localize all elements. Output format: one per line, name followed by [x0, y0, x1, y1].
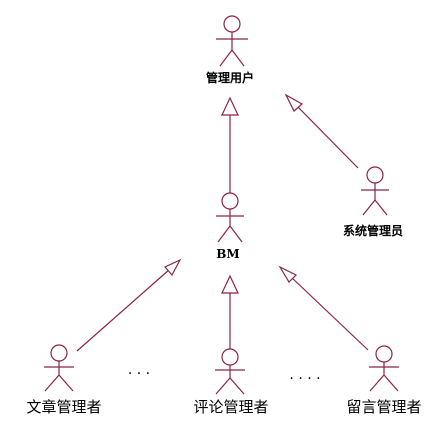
actor-system-admin-icon: [361, 166, 389, 216]
actor-system-admin-label: 系统管理员: [343, 223, 403, 238]
generalization-system-admin-to-manage-user: [284, 93, 359, 169]
actor-article-admin-icon: [44, 344, 74, 392]
actor-manage-user-label: 管理用户: [206, 70, 254, 85]
actor-comment-admin-icon: [215, 348, 245, 395]
actor-manage-user-icon: [216, 15, 248, 67]
actor-message-admin-label: 留言管理者: [346, 398, 421, 416]
actor-bm-label: BM: [216, 247, 239, 261]
actor-bm-icon: [216, 192, 244, 243]
generalization-article-admin-to-bm: [76, 258, 182, 352]
ellipsis-right: · · · ·: [289, 371, 320, 387]
generalization-message-admin-to-bm: [278, 265, 369, 351]
actor-message-admin-icon: [369, 345, 399, 392]
actor-article-admin-label: 文章管理者: [26, 398, 101, 416]
ellipsis-left: · · ·: [128, 366, 150, 382]
actor-comment-admin-label: 评论管理者: [193, 398, 268, 416]
generalization-bm-to-manage-user: [221, 96, 239, 193]
generalization-comment-admin-to-bm: [221, 274, 239, 349]
